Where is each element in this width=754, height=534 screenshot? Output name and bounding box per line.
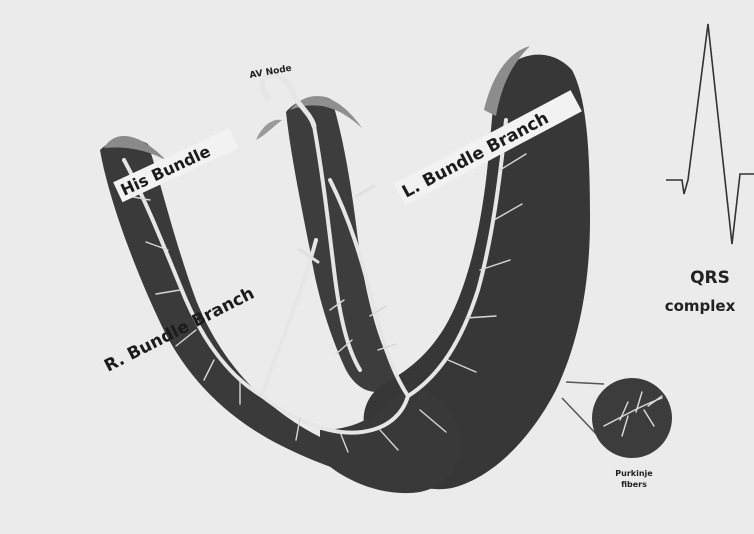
av-node-lip (256, 120, 282, 140)
left-wall-notch (356, 186, 374, 196)
qrs-waveform (666, 24, 754, 244)
purkinje-label-line1: Purkinje (615, 469, 653, 478)
purkinje-inset (562, 378, 672, 458)
purkinje-circle (592, 378, 672, 458)
qrs-trace (666, 24, 754, 244)
complex-label: complex (665, 297, 736, 315)
qrs-label: QRS (690, 268, 730, 288)
purkinje-label-line2: fibers (621, 480, 647, 489)
inset-leader-top (566, 382, 604, 384)
